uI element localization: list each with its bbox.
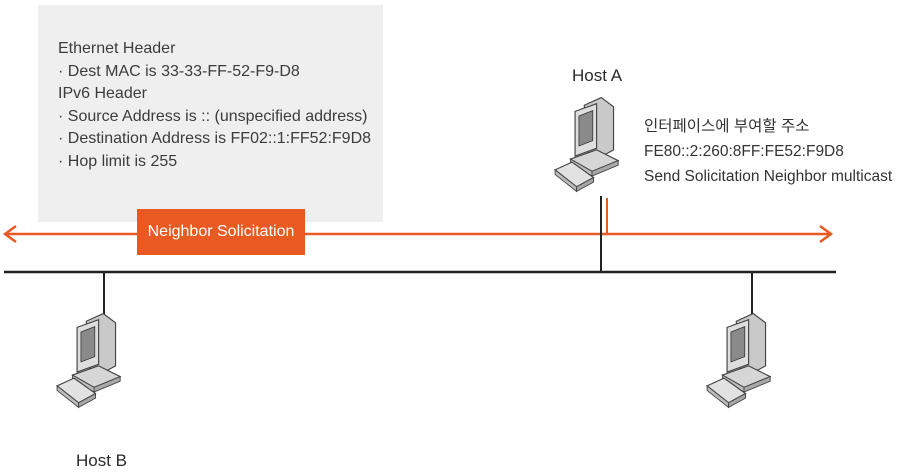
host-a-label: Host A <box>572 66 622 86</box>
host-b-computer-icon <box>44 312 144 412</box>
neighbor-solicitation-label: Neighbor Solicitation <box>137 209 305 255</box>
host-a-note-assign-address: 인터페이스에 부여할 주소 <box>644 114 892 139</box>
host-a-note: 인터페이스에 부여할 주소 FE80::2:260:8FF:FE52:F9D8 … <box>644 114 892 189</box>
host-c-computer-icon <box>694 312 794 412</box>
host-b-label: Host B <box>76 451 127 471</box>
host-a-note-link-local-address: FE80::2:260:8FF:FE52:F9D8 <box>644 139 892 164</box>
host-a-computer-icon <box>542 96 642 196</box>
host-a-note-send-multicast: Send Solicitation Neighbor multicast <box>644 164 892 189</box>
